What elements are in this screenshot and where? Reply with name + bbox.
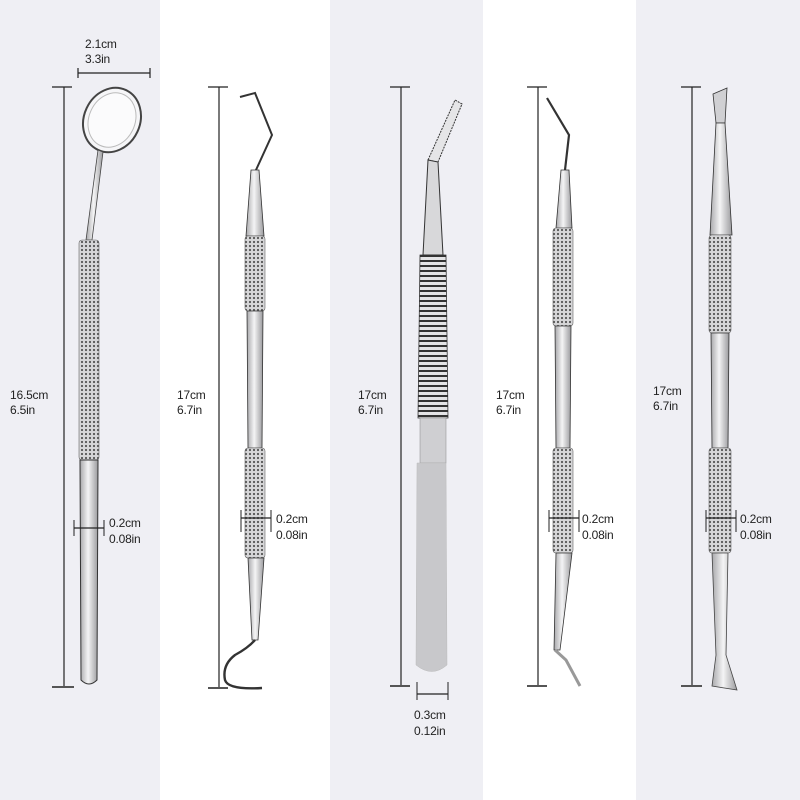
sickle-diameter-in: 0.08in — [582, 528, 614, 542]
spatula-diameter-in: 0.08in — [740, 528, 772, 542]
spatula-diameter-cm: 0.2cm — [740, 512, 772, 526]
sickle-scaler-icon — [527, 86, 582, 687]
probe-length-in: 6.7in — [177, 403, 203, 417]
panel-tweezers — [330, 0, 483, 800]
probe-diameter-cm: 0.2cm — [276, 512, 308, 526]
spatula-scaler-icon — [681, 86, 738, 691]
panel-hook-probe — [160, 0, 330, 800]
probe-diameter-in: 0.08in — [276, 528, 308, 542]
probe-length-cm: 17cm — [177, 388, 206, 402]
sickle-diameter-cm: 0.2cm — [582, 512, 614, 526]
tweezers-tip-in: 0.12in — [414, 724, 446, 738]
mirror-diameter-cm: 0.2cm — [109, 516, 141, 530]
mirror-length-cm: 16.5cm — [10, 388, 49, 402]
mirror-head-width-cm: 2.1cm — [85, 37, 117, 51]
hook-probe-icon — [208, 86, 274, 690]
tweezers-icon — [390, 86, 463, 700]
mirror-head-width-in: 3.3in — [85, 52, 111, 66]
spatula-length-cm: 17cm — [653, 384, 682, 398]
spatula-length-in: 6.7in — [653, 399, 679, 413]
mirror-length-in: 6.5in — [10, 403, 36, 417]
mirror-diameter-in: 0.08in — [109, 532, 141, 546]
sickle-length-in: 6.7in — [496, 403, 522, 417]
tweezers-tip-cm: 0.3cm — [414, 708, 446, 722]
sickle-length-cm: 17cm — [496, 388, 525, 402]
tweezers-length-in: 6.7in — [358, 403, 384, 417]
mouth-mirror-icon — [52, 68, 151, 688]
tweezers-length-cm: 17cm — [358, 388, 387, 402]
